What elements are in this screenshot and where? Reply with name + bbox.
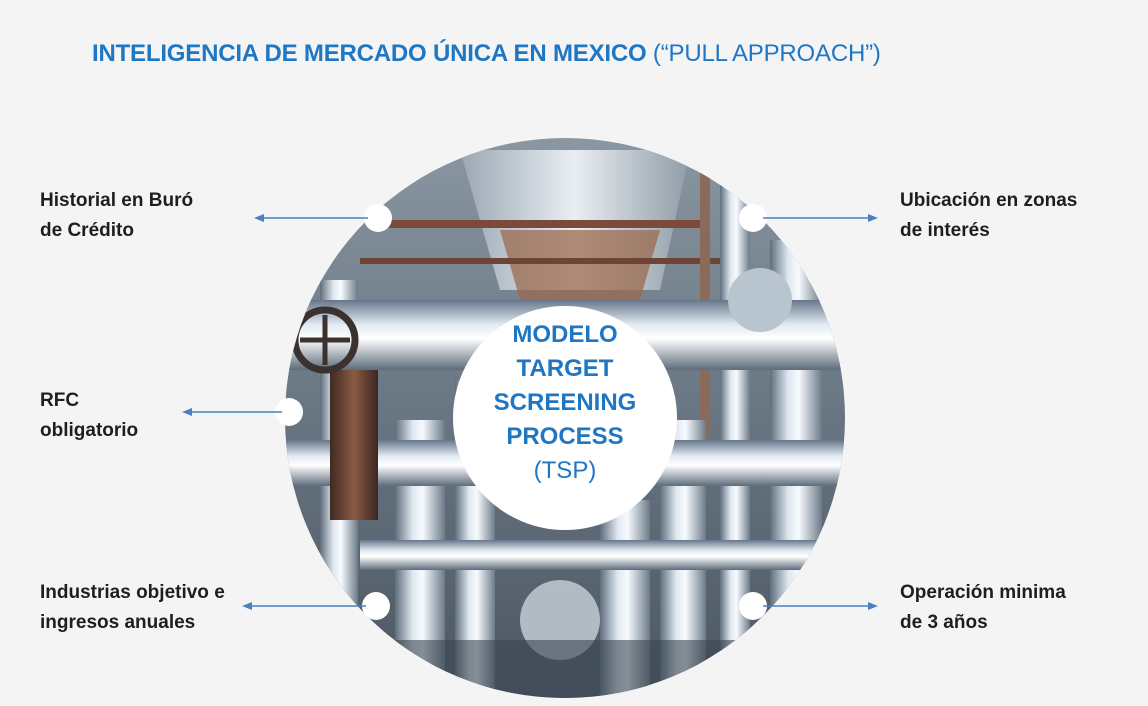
- slide-title: INTELIGENCIA DE MERCADO ÚNICA EN MEXICO …: [92, 40, 881, 68]
- criterion-line: Industrias objetivo e: [40, 582, 225, 603]
- center-line-4: PROCESS: [506, 423, 624, 450]
- criterion-line: Ubicación en zonas: [900, 190, 1078, 211]
- criterion-line: Historial en Buró: [40, 190, 194, 211]
- center-line-5: (TSP): [533, 457, 597, 484]
- center-line-3: SCREENING: [493, 389, 637, 416]
- criterion-line: RFC: [40, 390, 80, 411]
- center-title: MODELO TARGET SCREENING PROCESS (TSP): [452, 318, 678, 488]
- arrows: [182, 214, 878, 610]
- criterion-line: obligatorio: [40, 420, 139, 441]
- criterion-line: Operación minima: [900, 582, 1066, 603]
- connector-dots: [275, 204, 767, 620]
- title-main: INTELIGENCIA DE MERCADO ÚNICA EN MEXICO: [92, 40, 647, 67]
- center-circle: [453, 306, 677, 530]
- criterion-line: de Crédito: [40, 220, 134, 241]
- title-sub: (“PULL APPROACH”): [652, 40, 881, 67]
- criterion-operation: Operación minima de 3 años: [900, 578, 1066, 638]
- center-line-1: MODELO: [512, 321, 618, 348]
- criterion-line: de 3 años: [900, 612, 988, 633]
- criterion-line: ingresos anuales: [40, 612, 196, 633]
- criterion-rfc: RFC obligatorio: [40, 386, 138, 446]
- criterion-line: de interés: [900, 220, 990, 241]
- criterion-industries: Industrias objetivo e ingresos anuales: [40, 578, 225, 638]
- criterion-credit-history: Historial en Buró de Crédito: [40, 186, 193, 246]
- criterion-location: Ubicación en zonas de interés: [900, 186, 1077, 246]
- center-line-2: TARGET: [516, 355, 614, 382]
